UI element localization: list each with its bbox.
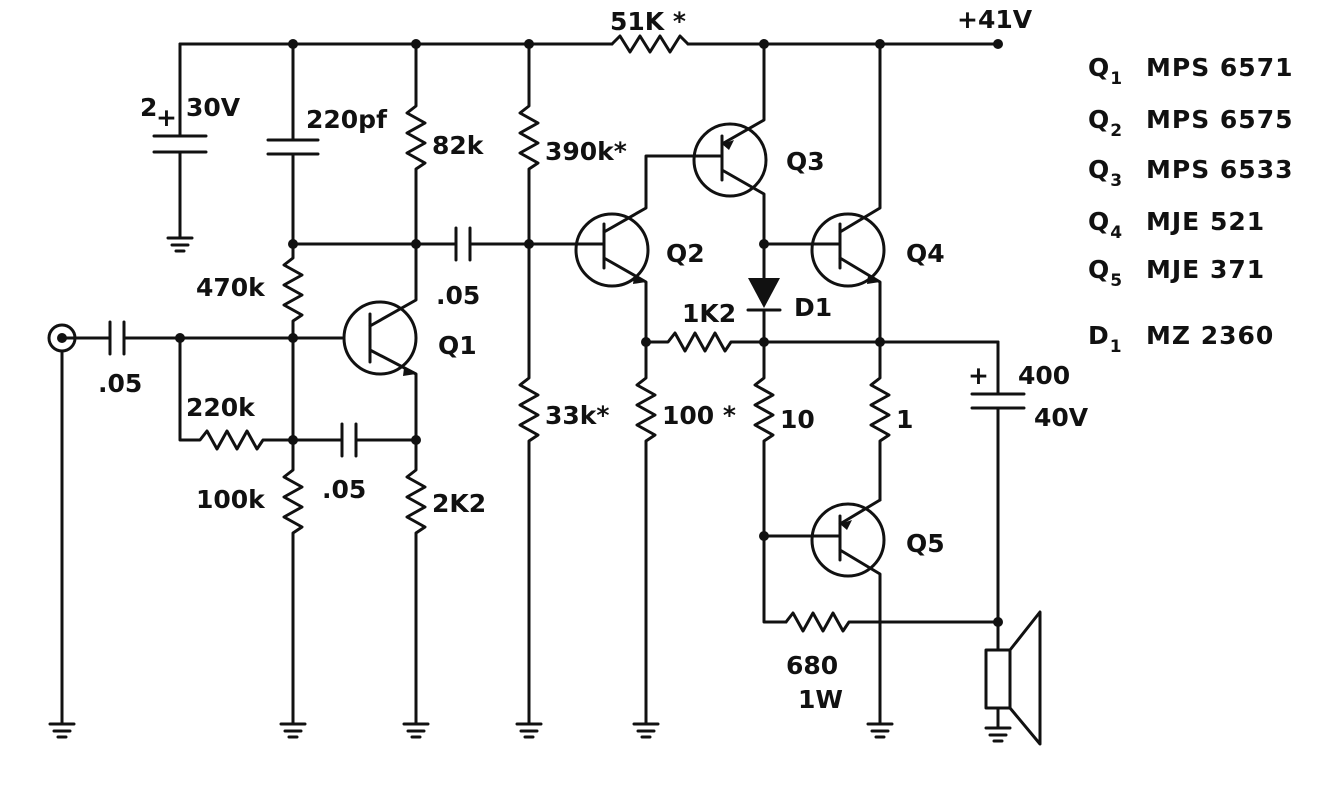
out-cap-plus: + bbox=[968, 361, 989, 390]
capacitor-emitter bbox=[291, 422, 421, 458]
r33k-label: 33k* bbox=[545, 401, 610, 430]
r390k-label: 390k* bbox=[545, 137, 627, 166]
capacitor-220pf bbox=[266, 39, 320, 249]
transistor-q2 bbox=[574, 154, 692, 347]
q2-label: Q2 bbox=[666, 239, 705, 268]
resistor-82k bbox=[405, 39, 427, 249]
r680-watt-label: 1W bbox=[798, 685, 843, 714]
resistor-680 bbox=[784, 611, 1003, 633]
output-capacitor bbox=[970, 340, 1026, 652]
speaker-icon bbox=[984, 610, 1042, 746]
r220k-label: 220k bbox=[186, 393, 256, 422]
resistor-390k bbox=[518, 39, 540, 249]
r100k-label: 100k bbox=[196, 485, 266, 514]
q3-label: Q3 bbox=[786, 147, 825, 176]
q4-label: Q4 bbox=[906, 239, 945, 268]
r2k2-label: 2K2 bbox=[432, 489, 486, 518]
supply-rail bbox=[178, 34, 1003, 54]
transistor-q3 bbox=[688, 39, 769, 249]
q5-label: Q5 bbox=[906, 529, 945, 558]
c-emitter-label: .05 bbox=[322, 475, 366, 504]
resistor-33k bbox=[515, 242, 543, 739]
transistor-q1 bbox=[342, 242, 418, 442]
r680-label: 680 bbox=[786, 651, 838, 680]
out-cap-value: 400 bbox=[1018, 361, 1070, 390]
r1-label: 1 bbox=[896, 405, 913, 434]
transistor-q5 bbox=[762, 498, 894, 739]
bypass-cap-plus: + bbox=[156, 103, 177, 132]
resistor-1k2 bbox=[644, 331, 769, 353]
r100-label: 100 * bbox=[662, 401, 736, 430]
resistor-1 bbox=[869, 340, 891, 502]
resistor-470k bbox=[282, 242, 304, 442]
out-cap-voltage: 40V bbox=[1034, 403, 1089, 432]
resistor-100k bbox=[279, 438, 307, 739]
resistor-220k bbox=[178, 336, 295, 451]
r470k-label: 470k bbox=[196, 273, 266, 302]
q1-collector-node bbox=[291, 226, 580, 262]
q1-label: Q1 bbox=[438, 331, 477, 360]
resistor-100 bbox=[632, 340, 660, 739]
c220pf-label: 220pf bbox=[306, 105, 388, 134]
diode-d1 bbox=[746, 242, 782, 344]
resistor-10 bbox=[753, 340, 788, 624]
bypass-cap-value: 2 bbox=[140, 93, 157, 122]
input-cap-label: .05 bbox=[98, 369, 142, 398]
r51k-label: 51K * bbox=[610, 7, 686, 36]
r10-label: 10 bbox=[780, 405, 815, 434]
transistor-q4 bbox=[762, 39, 886, 344]
bypass-capacitor bbox=[152, 42, 208, 253]
r82k-label: 82k bbox=[432, 131, 485, 160]
bypass-cap-voltage: 30V bbox=[186, 93, 241, 122]
d1-label: D1 bbox=[794, 293, 832, 322]
c-coupling-label: .05 bbox=[436, 281, 480, 310]
resistor-2k2 bbox=[402, 438, 430, 739]
input-jack bbox=[47, 320, 344, 739]
supply-label: +41V bbox=[957, 5, 1033, 34]
r1k2-label: 1K2 bbox=[682, 299, 736, 328]
